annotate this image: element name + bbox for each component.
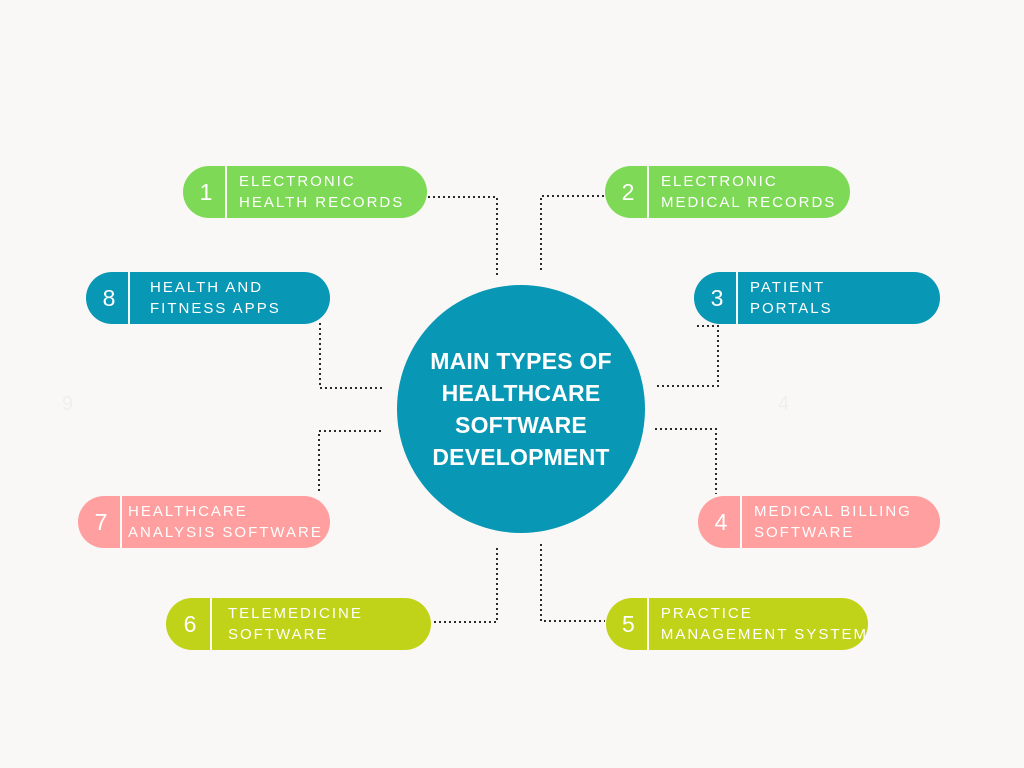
item-label-line2: PORTALS xyxy=(750,300,833,317)
connector-5 xyxy=(540,544,605,622)
item-label-line1: PRACTICE xyxy=(660,605,753,622)
item-7-healthcare-analysis-software: 7 HEALTHCARE ANALYSIS SOFTWARE xyxy=(78,496,330,548)
item-4-medical-billing-software: 4 MEDICAL BILLING SOFTWARE xyxy=(698,496,940,548)
item-number: 5 xyxy=(606,598,649,650)
item-label-line2: SOFTWARE xyxy=(228,626,329,643)
item-label-line2: HEALTH RECORDS xyxy=(239,194,405,211)
connector-7 xyxy=(318,430,381,493)
item-number: 3 xyxy=(694,272,738,324)
faint-number-right: 4 xyxy=(778,393,790,415)
faint-number-left: 9 xyxy=(62,393,74,415)
item-label: HEALTHCARE ANALYSIS SOFTWARE xyxy=(122,496,323,548)
item-label: PRACTICE MANAGEMENT SYSTEM xyxy=(649,598,868,650)
item-number: 8 xyxy=(86,272,130,324)
connector-1 xyxy=(428,196,498,275)
item-label: MEDICAL BILLING SOFTWARE xyxy=(742,496,912,548)
item-label-line2: MEDICAL RECORDS xyxy=(661,194,837,211)
item-label-line1: HEALTH AND xyxy=(150,279,264,296)
item-label: ELECTRONIC MEDICAL RECORDS xyxy=(649,166,836,218)
item-5-practice-management-system: 5 PRACTICE MANAGEMENT SYSTEM xyxy=(606,598,868,650)
hub-title: MAIN TYPES OF HEALTHCARE SOFTWARE DEVELO… xyxy=(430,348,612,470)
item-label-line1: HEALTHCARE xyxy=(128,503,248,520)
central-hub: MAIN TYPES OF HEALTHCARE SOFTWARE DEVELO… xyxy=(397,285,645,533)
item-label-line1: TELEMEDICINE xyxy=(228,605,363,622)
item-label: PATIENT PORTALS xyxy=(738,272,833,324)
item-number: 1 xyxy=(183,166,227,218)
item-6-telemedicine-software: 6 TELEMEDICINE SOFTWARE xyxy=(166,598,431,650)
item-number: 6 xyxy=(166,598,212,650)
item-8-health-and-fitness-apps: 8 HEALTH AND FITNESS APPS xyxy=(86,272,330,324)
item-label-line1: MEDICAL BILLING xyxy=(754,503,912,520)
item-label-line2: FITNESS APPS xyxy=(150,300,281,317)
item-1-electronic-health-records: 1 ELECTRONIC HEALTH RECORDS xyxy=(183,166,427,218)
item-2-electronic-medical-records: 2 ELECTRONIC MEDICAL RECORDS xyxy=(605,166,850,218)
item-number: 4 xyxy=(698,496,742,548)
item-label: HEALTH AND FITNESS APPS xyxy=(130,272,281,324)
item-number: 2 xyxy=(605,166,649,218)
item-label: TELEMEDICINE SOFTWARE xyxy=(212,598,363,650)
item-label-line1: ELECTRONIC xyxy=(239,173,356,190)
connector-6 xyxy=(432,548,498,623)
item-label-line1: PATIENT xyxy=(750,279,826,296)
connector-8 xyxy=(319,323,384,389)
item-label: ELECTRONIC HEALTH RECORDS xyxy=(227,166,404,218)
item-number: 7 xyxy=(78,496,122,548)
item-3-patient-portals: 3 PATIENT PORTALS xyxy=(694,272,940,324)
item-label-line1: ELECTRONIC xyxy=(661,173,778,190)
connector-4 xyxy=(655,428,717,494)
item-label-line2: SOFTWARE xyxy=(754,524,855,541)
item-label-line2: MANAGEMENT SYSTEM xyxy=(660,626,868,643)
item-label-line2: ANALYSIS SOFTWARE xyxy=(128,524,323,541)
connector-3 xyxy=(657,325,719,387)
connector-2 xyxy=(540,195,604,272)
